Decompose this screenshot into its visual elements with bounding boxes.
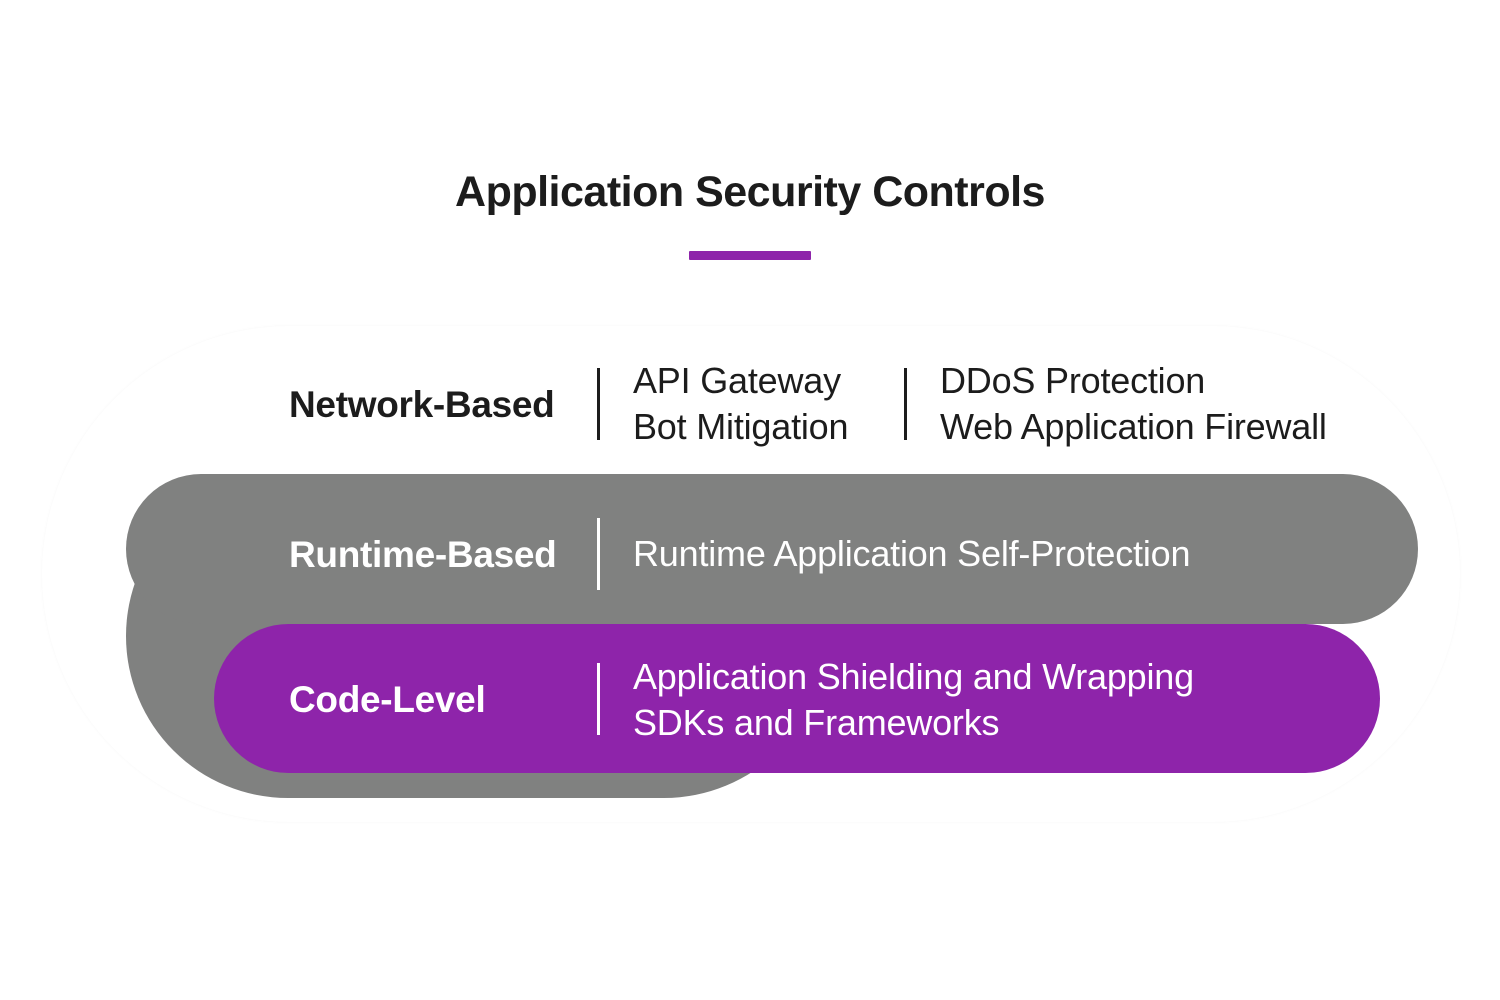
code-layer-band <box>214 624 1380 773</box>
code-item-shielding-wrapping: Application Shielding and Wrapping <box>633 656 1194 697</box>
code-layer-label: Code-Level <box>289 679 486 720</box>
title-underline <box>689 251 811 260</box>
network-layer-label: Network-Based <box>289 384 555 425</box>
network-item-api-gateway: API Gateway <box>633 360 841 401</box>
runtime-layer-label: Runtime-Based <box>289 534 557 575</box>
runtime-item-rasp: Runtime Application Self-Protection <box>633 533 1191 574</box>
network-layer-divider-1 <box>597 368 600 440</box>
code-layer-divider <box>597 663 600 735</box>
network-item-web-application-firewall: Web Application Firewall <box>940 406 1327 447</box>
runtime-layer-band <box>126 474 1418 624</box>
network-item-ddos-protection: DDoS Protection <box>940 360 1206 401</box>
network-layer-divider-2 <box>904 368 907 440</box>
code-item-sdks-frameworks: SDKs and Frameworks <box>633 702 1000 743</box>
runtime-layer-divider <box>597 518 600 590</box>
network-item-bot-mitigation: Bot Mitigation <box>633 406 849 447</box>
diagram-title: Application Security Controls <box>455 168 1045 216</box>
